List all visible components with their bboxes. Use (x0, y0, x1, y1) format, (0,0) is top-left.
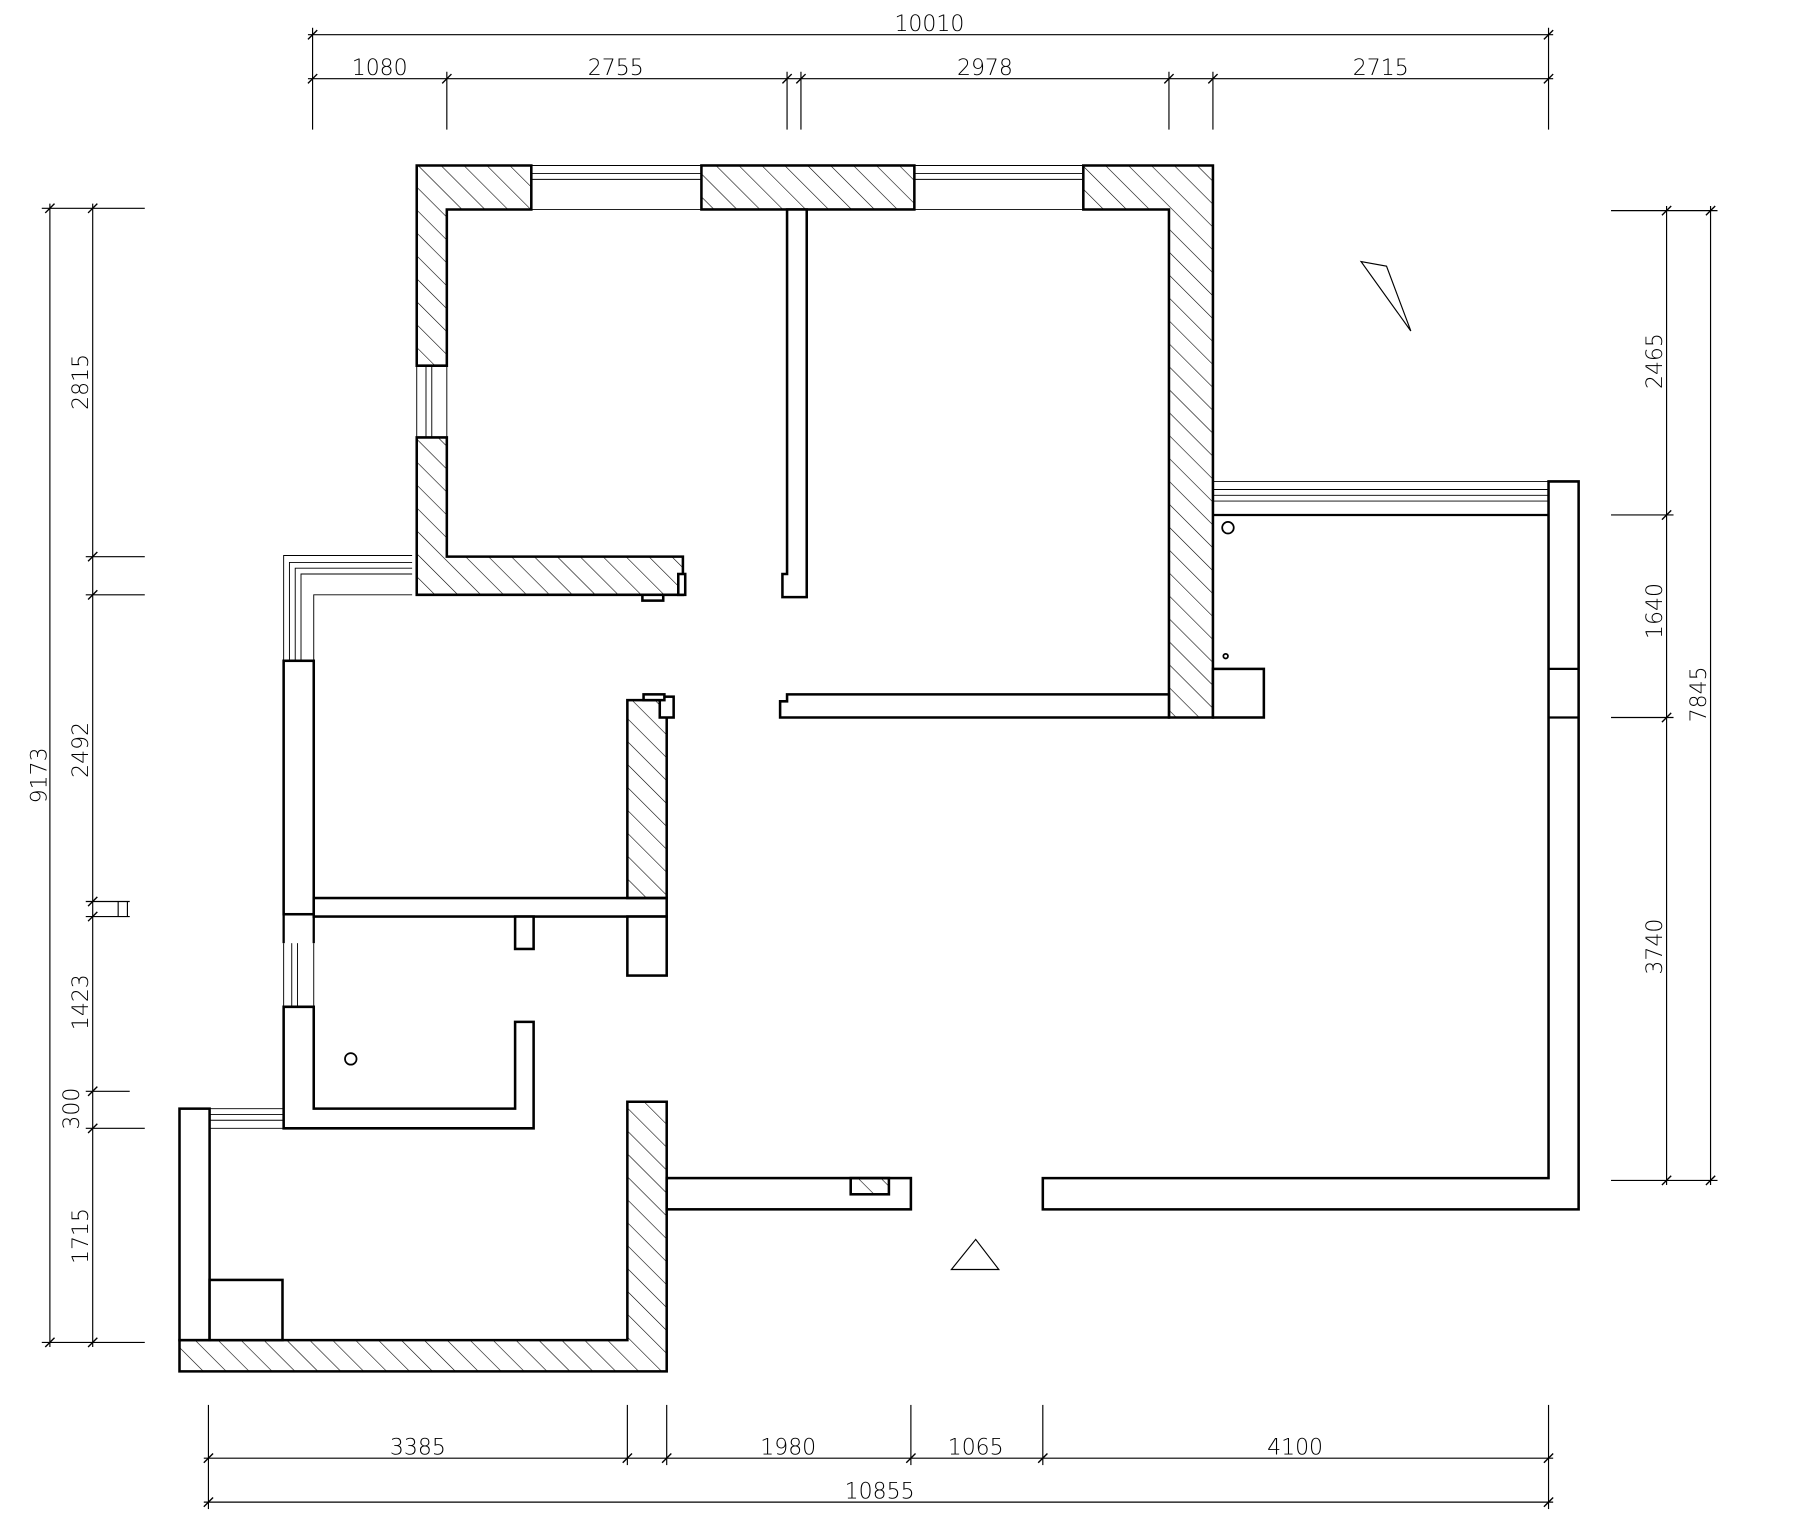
wall-bath-right (626, 698, 668, 900)
right-dimensions: 2465 1640 3740 7845 (1611, 205, 1718, 1186)
dim-bottom-total: 10855 (845, 1480, 915, 1505)
dim-bottom-1: 3385 (390, 1436, 446, 1461)
cabinet (1211, 667, 1266, 719)
wall-bedroom-bottom (778, 693, 1171, 719)
cabinet-bottom (208, 1278, 284, 1342)
dim-left-2: 2492 (69, 722, 94, 778)
wall-top-right (1082, 164, 1215, 719)
dim-left-5: 1715 (69, 1208, 94, 1264)
dim-top-4: 2715 (1353, 56, 1409, 81)
wall-top-left (415, 164, 533, 367)
wall-left-bottom (178, 1107, 211, 1342)
wall-bath (282, 1005, 535, 1130)
dim-top-total: 10010 (894, 12, 964, 37)
wall-left-bedroom (415, 436, 685, 597)
left-dimensions: 9173 2815 2492 1423 300 1715 (27, 203, 145, 1348)
wall-right (1041, 480, 1580, 1211)
bottom-dimensions: 3385 1980 1065 4100 10855 (203, 1404, 1554, 1510)
wall-bottom (178, 1100, 668, 1373)
wall-top-middle (700, 164, 916, 211)
dim-left-3: 1423 (69, 974, 94, 1030)
dim-bottom-3: 1065 (948, 1436, 1004, 1461)
dim-right-3: 3740 (1643, 919, 1668, 975)
dim-left-4: 300 (60, 1088, 85, 1130)
walls (178, 164, 1580, 1373)
dim-bottom-2: 1980 (760, 1436, 816, 1461)
dim-right-1: 2465 (1643, 333, 1668, 389)
entrance-marker-icon (950, 1238, 1001, 1271)
wall-left-middle (282, 659, 316, 916)
dim-top-1: 1080 (352, 56, 408, 81)
partition-bedrooms (781, 208, 809, 599)
windows (209, 165, 1549, 1129)
dim-bottom-4: 4100 (1267, 1436, 1323, 1461)
dim-top-3: 2978 (957, 56, 1013, 81)
dim-left-total: 9173 (27, 747, 52, 803)
dim-left-1: 2815 (69, 354, 94, 410)
dim-right-2: 1640 (1643, 583, 1668, 639)
dim-top-2: 2755 (588, 56, 644, 81)
north-arrow-icon (1359, 260, 1412, 332)
dim-right-total: 7845 (1687, 666, 1712, 722)
top-dimensions: 10010 1080 2755 2978 2715 (307, 12, 1554, 130)
